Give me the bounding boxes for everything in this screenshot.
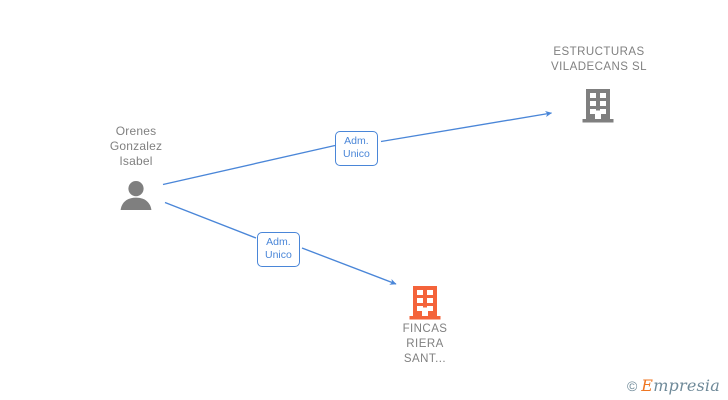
person-node-label: Orenes Gonzalez Isabel	[109, 124, 163, 168]
edge-line-segment-right	[301, 247, 397, 285]
edge-line-segment-left	[164, 201, 257, 239]
building-icon[interactable]	[578, 85, 618, 125]
company-node-label-fincas: FINCAS RIERA SANT...	[402, 323, 448, 365]
edge-line-segment-right	[380, 110, 553, 143]
edge-orenes-to-fincas[interactable]	[164, 201, 397, 285]
edge-orenes-to-estructuras[interactable]	[162, 110, 553, 186]
copyright-icon: ©	[626, 378, 638, 394]
building-icon[interactable]	[405, 282, 445, 322]
watermark: © Empresia	[627, 378, 720, 394]
brand-initial: E	[641, 376, 654, 395]
edge-label-adm-unico-fincas[interactable]: Adm. Unico	[257, 232, 300, 267]
edge-line-segment-left	[162, 144, 336, 186]
brand-name: mpresia	[653, 376, 720, 395]
edge-label-adm-unico-estructuras[interactable]: Adm. Unico	[335, 131, 378, 166]
brand-logo: Empresia	[641, 378, 720, 394]
person-icon[interactable]	[118, 180, 154, 210]
company-node-label-estructuras: ESTRUCTURAS VILADECANS SL	[551, 46, 647, 73]
